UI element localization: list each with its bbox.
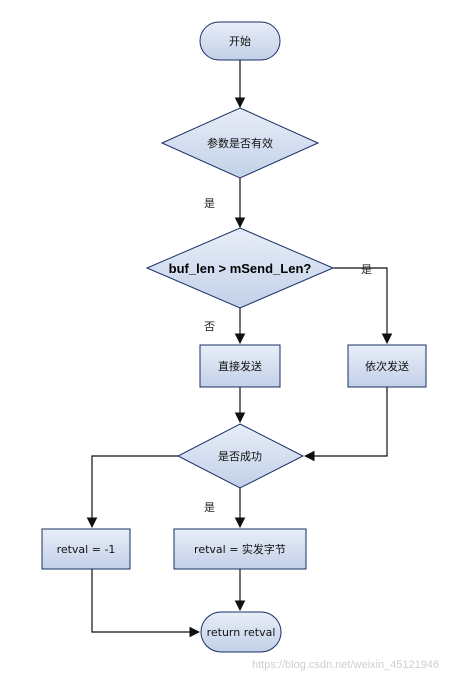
check-length-label: buf_len > mSend_Len?	[169, 261, 312, 276]
start-label: 开始	[229, 34, 251, 48]
length-yes-label: 是	[361, 263, 372, 276]
success-yes-label: 是	[204, 501, 215, 514]
end-label: return retval	[207, 626, 276, 639]
length-no-label: 否	[204, 320, 215, 333]
set-success-label: retval = 实发字节	[194, 542, 286, 556]
connectors	[86, 60, 393, 638]
edge-success-no	[86, 455, 178, 529]
end-node: return retval	[200, 611, 282, 653]
set-fail-label: retval = -1	[57, 543, 116, 556]
send-batch-node: 依次发送	[347, 344, 427, 388]
start-node: 开始	[199, 21, 281, 61]
check-params-label: 参数是否有效	[207, 136, 273, 150]
check-length-node: buf_len > mSend_Len?	[145, 227, 335, 309]
check-success-label: 是否成功	[218, 450, 262, 463]
check-success-node: 是否成功	[176, 423, 305, 489]
send-direct-label: 直接发送	[218, 359, 262, 373]
check-params-node: 参数是否有效	[160, 107, 320, 179]
params-yes-label: 是	[204, 197, 215, 210]
edge-length-yes	[333, 267, 393, 345]
watermark-text: https://blog.csdn.net/weixin_45121946	[252, 659, 439, 671]
set-fail-node: retval = -1	[41, 528, 131, 570]
edge-fail-to-end	[91, 569, 201, 638]
set-success-node: retval = 实发字节	[173, 528, 307, 570]
send-batch-label: 依次发送	[365, 359, 409, 373]
edge-batch-to-success	[303, 387, 388, 462]
send-direct-node: 直接发送	[199, 344, 281, 388]
